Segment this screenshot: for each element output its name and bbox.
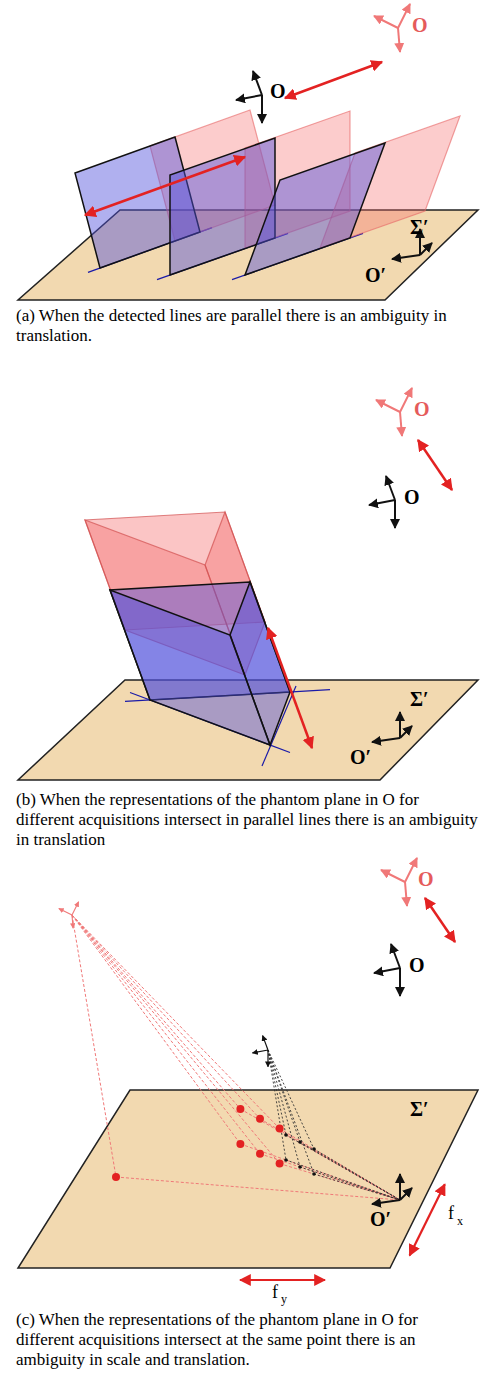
frame-label: O (404, 486, 420, 508)
point (298, 1165, 302, 1169)
scan-plane (110, 590, 270, 745)
frame-o-shifted (376, 388, 412, 436)
frame-label: O (270, 80, 286, 102)
panel-c (18, 858, 478, 1280)
point (312, 1172, 316, 1176)
projection-lines (268, 1050, 400, 1200)
point (256, 1150, 264, 1158)
scan-plane (245, 143, 385, 275)
frame-label: O (412, 14, 428, 36)
projection-line (286, 1160, 400, 1200)
point (112, 1173, 120, 1181)
projection-line (72, 915, 280, 1129)
projection-line (240, 1109, 400, 1200)
point (284, 1158, 288, 1162)
point-set (284, 1133, 316, 1176)
frame-o-shifted (381, 858, 417, 906)
plane-label: Σ′ (410, 216, 429, 238)
origin-label: O′ (350, 746, 371, 768)
origin-label: O′ (365, 264, 386, 286)
point (298, 1140, 302, 1144)
projection-line (72, 915, 240, 1109)
projection-line (280, 1164, 400, 1200)
ambiguity-arrow (85, 157, 245, 215)
projection-line (260, 1119, 400, 1200)
projection-line (280, 1129, 400, 1200)
frame-o (236, 71, 262, 123)
focal-label: f (272, 1283, 278, 1303)
frame-o-prime (372, 1174, 412, 1204)
ambiguity-arrow (285, 62, 382, 98)
ambiguity-arrow (268, 628, 312, 748)
panel-b (18, 388, 478, 780)
projection-line (300, 1167, 400, 1200)
projection-line (72, 915, 116, 1177)
subscript: y (281, 1293, 287, 1306)
frame-label: O (409, 954, 425, 976)
caption: (b) When the representations of the phan… (16, 790, 478, 850)
point-set (112, 1105, 284, 1181)
projection-line (300, 1142, 400, 1200)
projection-line (268, 1050, 314, 1174)
point (284, 1133, 288, 1137)
projection-line (260, 1154, 400, 1200)
scale-arrow (240, 1279, 325, 1281)
focal-label: f (448, 1204, 454, 1224)
point (312, 1147, 316, 1151)
point (256, 1115, 264, 1123)
frame-o (374, 944, 400, 996)
phantom-plane (18, 1090, 478, 1268)
projection-line (314, 1174, 400, 1200)
frame-o-shifted (374, 4, 410, 52)
frame-label: O (418, 868, 434, 890)
point (236, 1140, 244, 1148)
panel-a (18, 4, 478, 300)
point (276, 1125, 284, 1133)
projection-line (72, 915, 260, 1154)
subscript: x (457, 1215, 463, 1228)
camera-frame (59, 902, 79, 928)
ambiguity-arrow (418, 440, 452, 490)
scale-arrow (410, 1184, 445, 1255)
projection-line (286, 1135, 400, 1200)
projection-line (116, 1177, 400, 1200)
ambiguity-arrow (425, 898, 455, 942)
plane-label: Σ′ (410, 688, 429, 710)
projection-lines (72, 915, 400, 1200)
point (276, 1160, 284, 1168)
frame-label: O (414, 398, 430, 420)
point (236, 1105, 244, 1113)
origin-label: O′ (370, 1208, 391, 1230)
projection-line (72, 915, 260, 1119)
projection-line (240, 1144, 400, 1200)
projection-line (268, 1050, 300, 1142)
caption: (c) When the representations of the phan… (16, 1310, 478, 1370)
projection-line (314, 1149, 400, 1200)
projection-line (268, 1050, 300, 1167)
projection-line (72, 915, 240, 1144)
camera-frame (252, 1036, 268, 1067)
projection-line (72, 915, 280, 1164)
plane-label: Σ′ (410, 1098, 429, 1120)
caption: (a) When the detected lines are parallel… (16, 306, 478, 346)
projection-line (268, 1050, 314, 1149)
frame-o-prime (372, 712, 412, 742)
frame-o (369, 476, 395, 528)
